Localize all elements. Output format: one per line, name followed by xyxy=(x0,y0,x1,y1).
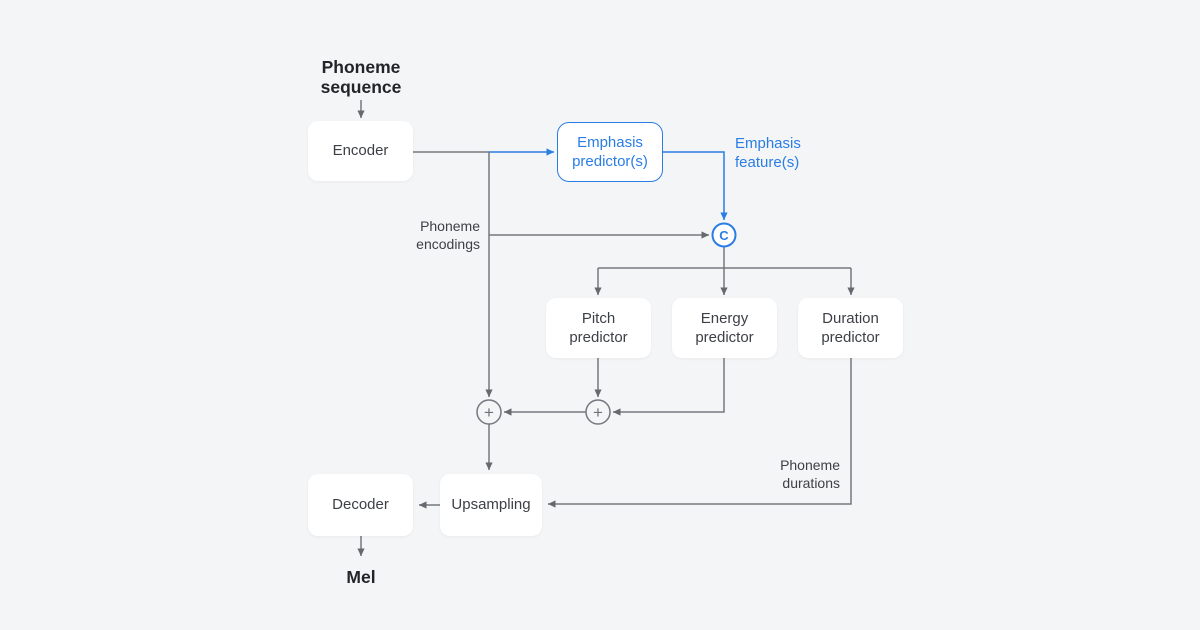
edge-emphasis-to-concat xyxy=(663,151,728,221)
node-duration-predictor: Duration predictor xyxy=(798,298,903,358)
node-pitch-predictor: Pitch predictor xyxy=(546,298,651,358)
add-circle xyxy=(585,399,611,425)
node-encoder: Encoder xyxy=(308,121,413,181)
add-icon: + xyxy=(593,403,603,422)
label-emphasis-features: Emphasis feature(s) xyxy=(735,135,801,171)
input-label-phoneme-sequence: Phoneme sequence xyxy=(320,57,402,97)
concat-icon: C xyxy=(719,228,729,243)
label-phoneme-durations: Phoneme durations xyxy=(780,457,840,491)
add-circle xyxy=(476,399,502,425)
edge-duration-to-upsampling xyxy=(547,358,852,508)
concat-node: C xyxy=(711,222,737,248)
node-upsampling: Upsampling xyxy=(440,474,542,536)
node-decoder: Decoder xyxy=(308,474,413,536)
label-phoneme-encodings: Phoneme encodings xyxy=(416,218,480,252)
add-node-left: + xyxy=(476,399,502,425)
add-icon: + xyxy=(484,403,494,422)
node-energy-predictor: Energy predictor xyxy=(672,298,777,358)
output-label-mel: Mel xyxy=(346,567,376,587)
add-node-right: + xyxy=(585,399,611,425)
node-emphasis-predictor: Emphasis predictor(s) xyxy=(557,122,663,182)
edge-energy-to-add xyxy=(612,358,725,416)
concat-circle xyxy=(711,222,737,248)
